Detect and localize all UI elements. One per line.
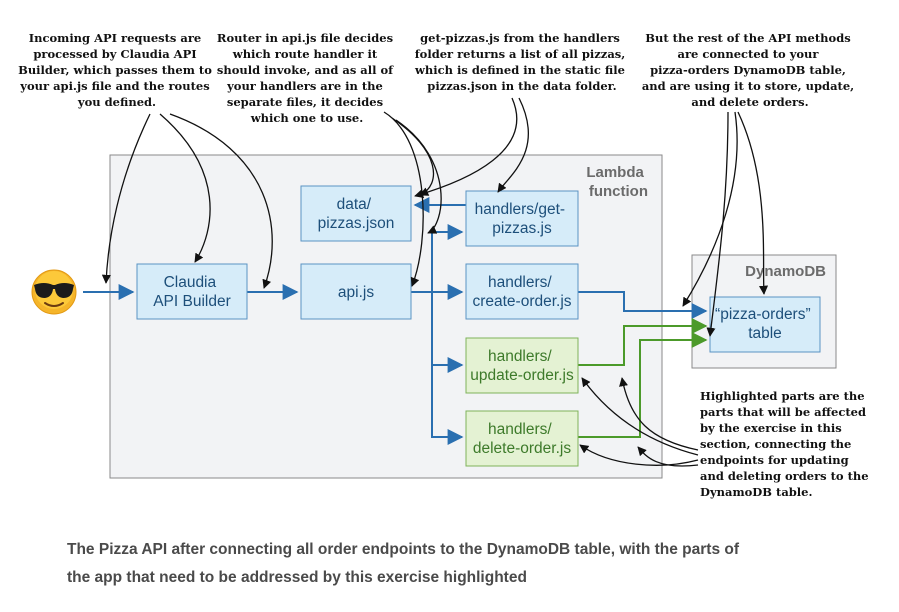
callout-incoming-to-edge (101, 113, 151, 284)
api-box: api.js (300, 263, 412, 320)
annotation-rest-of-methods: But the rest of the API methods are conn… (642, 31, 858, 109)
svg-text:data/ pizzas.json: data/ pizzas.json (318, 196, 395, 232)
pizza-orders-table-box: “pizza-orders” table (709, 296, 821, 353)
create-order-box: handlers/ create-order.js (465, 263, 579, 320)
update-order-box: handlers/ update-order.js (465, 337, 579, 394)
callout-router-to-data (391, 117, 435, 196)
callout-highlighted-to-update-line (619, 377, 699, 451)
delete-order-to-table-arrow (578, 332, 708, 438)
svg-text:handlers/get- pizzas.js: handlers/get- pizzas.js (475, 201, 570, 237)
callout-incoming-to-claudia (159, 113, 211, 263)
annotation-highlighted-parts: Highlighted parts are the parts that wil… (700, 389, 873, 499)
annotation-router: Router in api.js file decides which rout… (217, 31, 397, 125)
lambda-region-title: Lambda function (586, 164, 648, 200)
create-order-to-table-arrow (578, 291, 708, 319)
svg-text:handlers/ update-order.j: handlers/ update-order.js (470, 348, 574, 384)
svg-text:Claudia API Builder: Claudia API Builder (153, 274, 231, 310)
svg-text:handlers/ create-order.j: handlers/ create-order.js (472, 274, 571, 310)
figure-caption: The Pizza API after connecting all order… (67, 541, 743, 586)
callout-rest-to-green-lines (706, 111, 729, 337)
svg-text:api.js: api.js (338, 284, 374, 301)
annotation-incoming-requests: Incoming API requests are processed by C… (18, 31, 216, 109)
claudia-box: Claudia API Builder (136, 263, 248, 320)
callout-get-pizzas-to-data (414, 97, 518, 199)
delete-order-box: handlers/ delete-order.js (465, 410, 579, 467)
get-pizzas-box: handlers/get- pizzas.js (465, 190, 579, 247)
callout-highlighted-to-update (581, 377, 699, 456)
callout-get-pizzas-to-handler (497, 97, 530, 193)
callout-highlighted-to-delete-line (637, 446, 699, 467)
sunglasses-emoji-icon (31, 269, 77, 315)
dynamodb-region-title: DynamoDB (745, 263, 826, 280)
callout-highlighted-to-delete (579, 444, 699, 466)
svg-text:handlers/ delete-order.j: handlers/ delete-order.js (473, 421, 571, 457)
api-to-delete-order-arrow (431, 365, 464, 445)
update-order-to-table-arrow (578, 318, 708, 366)
callout-incoming-to-api-arrow (169, 113, 273, 289)
data-pizzas-json-box: data/ pizzas.json (300, 185, 412, 242)
svg-text:“pizza-orders” table: “pizza-orders” table (715, 306, 815, 342)
callout-rest-to-create-line (682, 111, 738, 307)
callout-rest-to-table (737, 111, 769, 295)
annotation-get-pizzas: get-pizzas.js from the handlers folder r… (414, 31, 629, 93)
